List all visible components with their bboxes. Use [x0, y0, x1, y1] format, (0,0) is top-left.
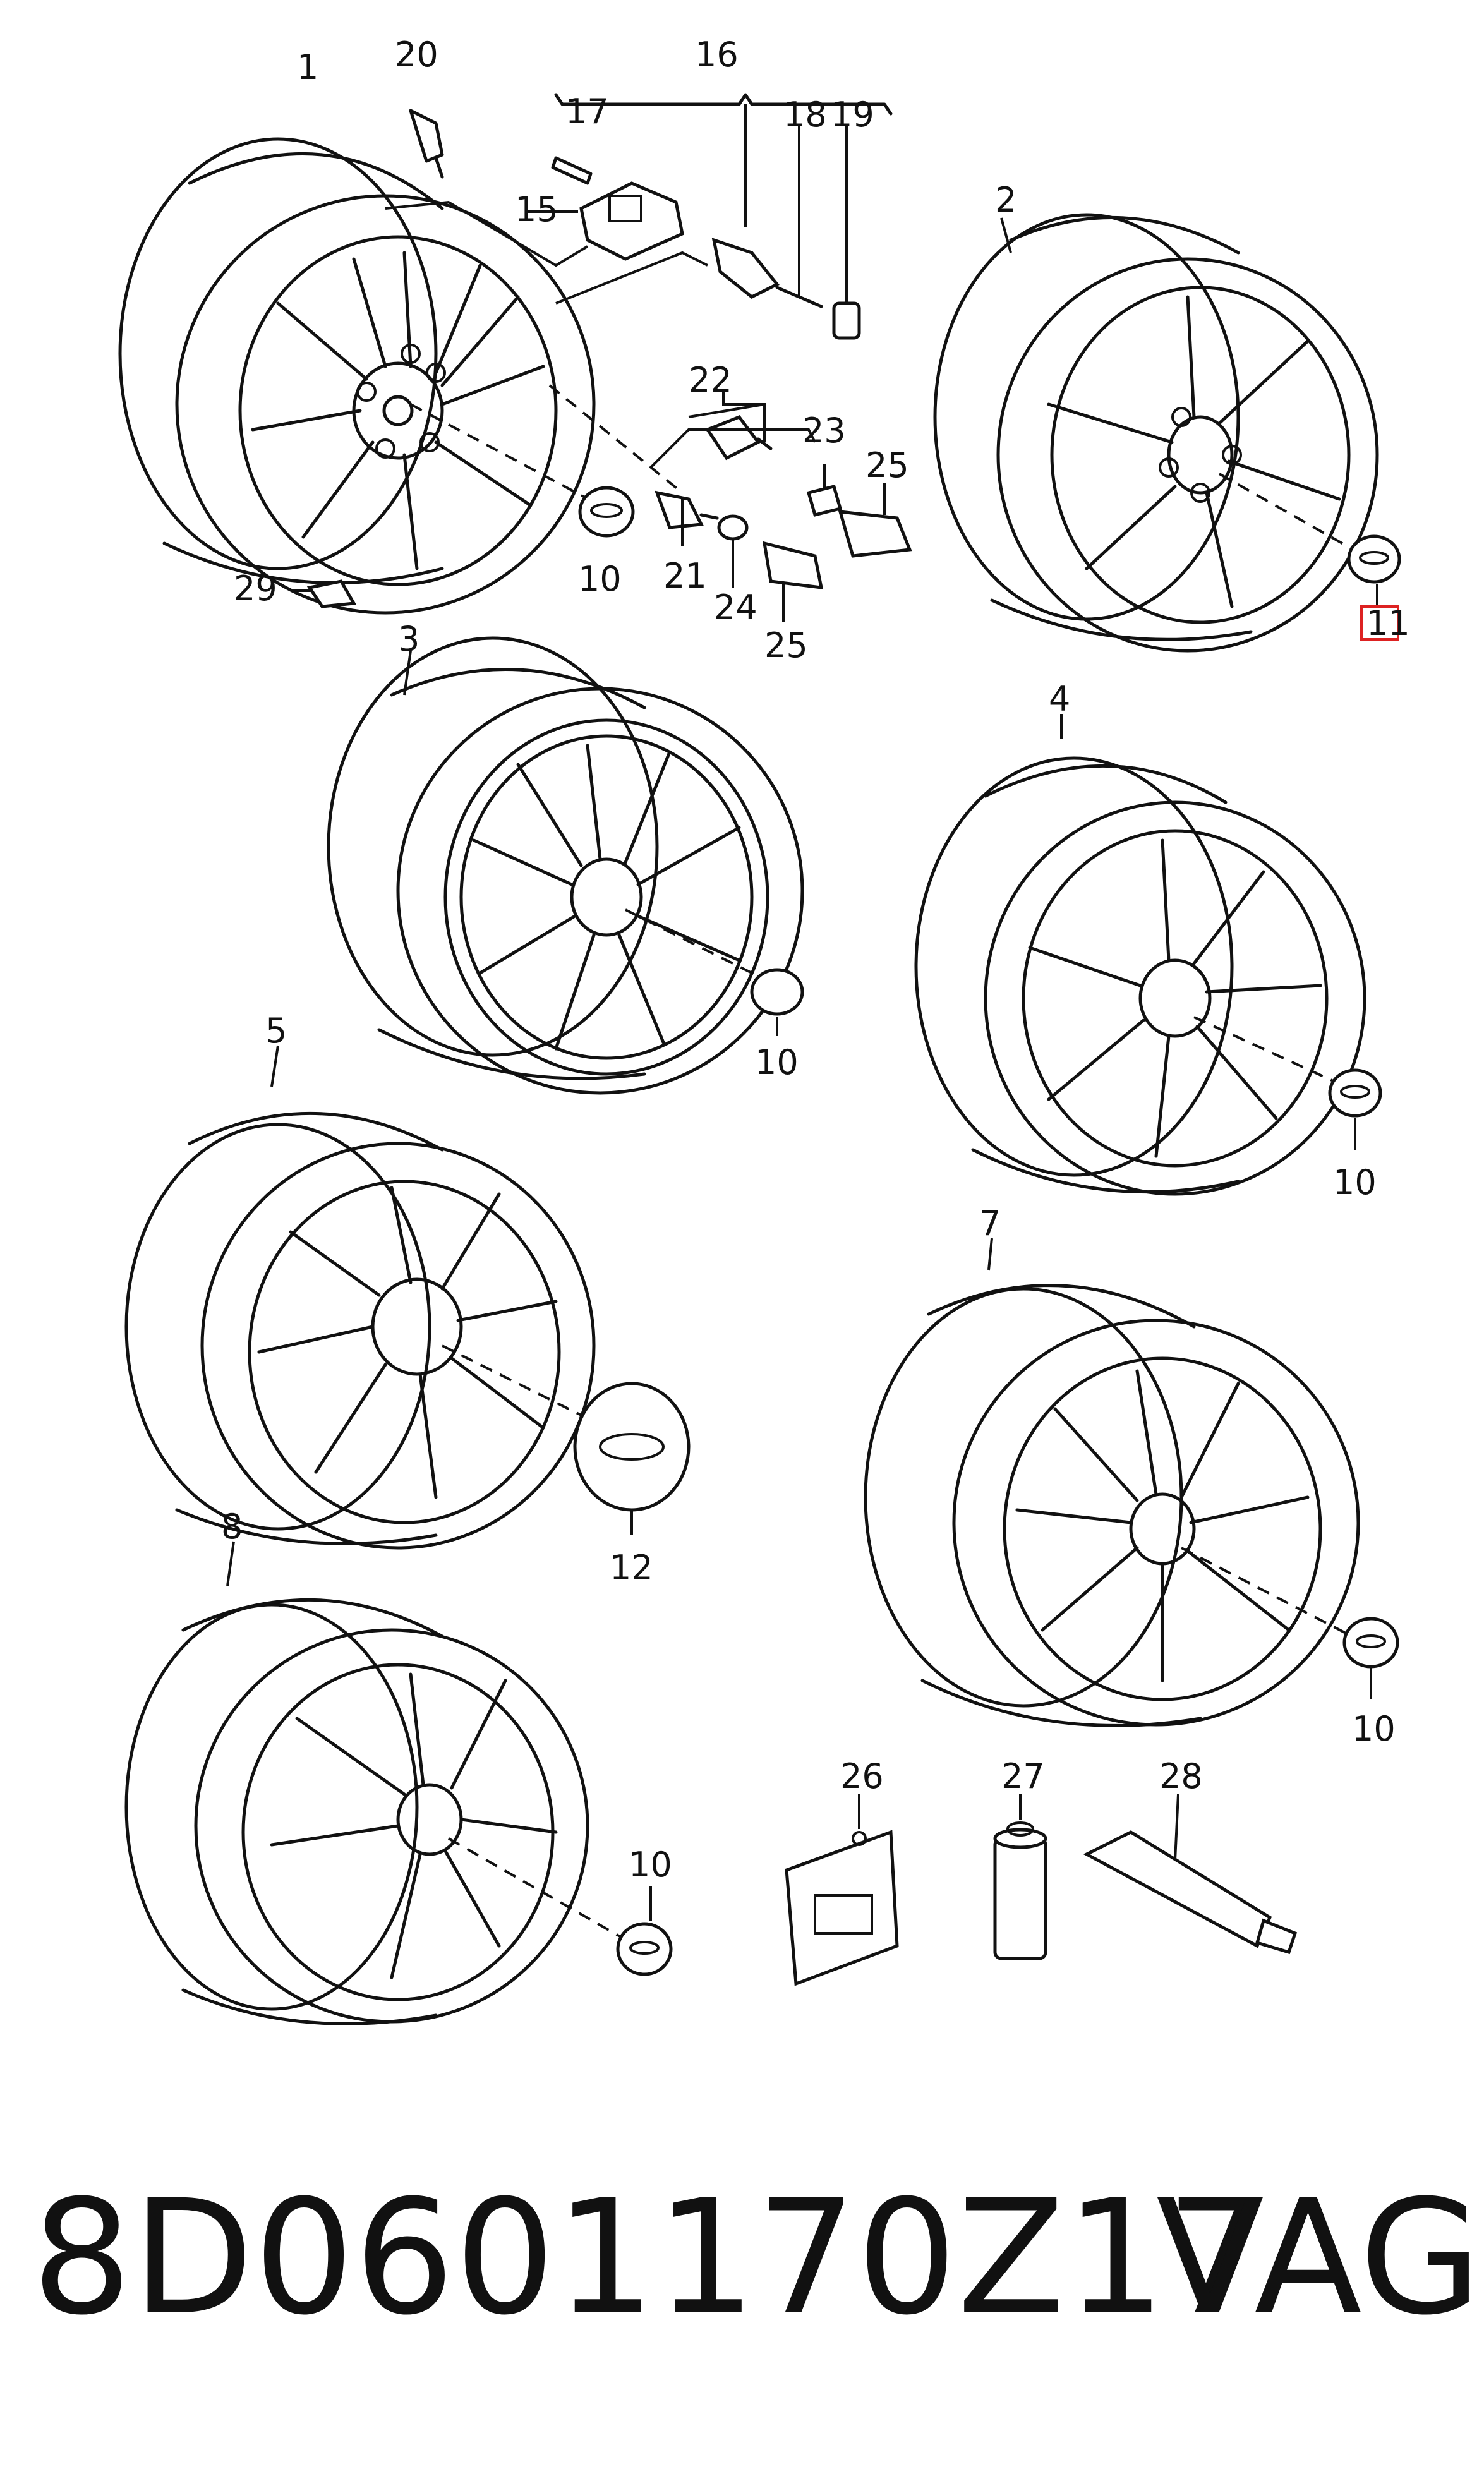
- center-cap-10a[interactable]: [578, 486, 635, 538]
- callout-11-highlight: [1360, 605, 1399, 641]
- valve-stem-20[interactable]: [409, 109, 444, 179]
- cap-24[interactable]: [717, 514, 749, 541]
- wheel-5[interactable]: [124, 1111, 607, 1550]
- lock-nut-23[interactable]: [806, 484, 843, 517]
- callout-12: 12: [610, 1548, 653, 1588]
- wheel-7[interactable]: [864, 1284, 1360, 1727]
- wheel-3[interactable]: [327, 636, 804, 1095]
- grease-tube-28[interactable]: [1083, 1830, 1298, 1955]
- puller-tool-25b[interactable]: [838, 510, 912, 558]
- valve-18-19[interactable]: [711, 238, 861, 340]
- callout-1: 1: [297, 47, 318, 87]
- callout-17: 17: [565, 92, 609, 131]
- center-cap-10e[interactable]: [616, 1922, 673, 1976]
- callout-22: 22: [689, 360, 732, 400]
- wheel-2[interactable]: [933, 213, 1379, 653]
- callout-10d: 10: [1352, 1709, 1396, 1749]
- wheel-1[interactable]: [118, 137, 601, 615]
- lug-bolt-22[interactable]: [705, 414, 773, 461]
- callout-25a: 25: [866, 445, 909, 485]
- wheel-8-spokes: [270, 1672, 558, 1979]
- part-number-label: 8D0601170Z17: [32, 2166, 1266, 2350]
- callout-25b: 25: [764, 625, 808, 665]
- callout-21: 21: [663, 556, 707, 596]
- callout-10a: 10: [578, 559, 622, 599]
- callout-3: 3: [398, 619, 419, 659]
- callout-16: 16: [695, 35, 739, 75]
- callout-10c: 10: [1333, 1162, 1377, 1202]
- wheel-2-spokes: [1047, 295, 1341, 608]
- callout-15: 15: [515, 190, 558, 229]
- wheel-4-spokes: [1028, 838, 1322, 1158]
- callout-7: 7: [979, 1204, 1001, 1243]
- callout-19: 19: [831, 95, 874, 135]
- callout-2: 2: [995, 180, 1016, 220]
- wheel-4[interactable]: [914, 756, 1366, 1196]
- callout-23: 23: [802, 411, 846, 450]
- weight-29[interactable]: [306, 579, 357, 608]
- callout-24: 24: [714, 588, 757, 627]
- screw-17[interactable]: [551, 156, 593, 185]
- callout-5: 5: [265, 1011, 287, 1051]
- callout-28: 28: [1159, 1756, 1203, 1796]
- puller-tool-25a[interactable]: [762, 541, 824, 589]
- callout-10e: 10: [629, 1845, 672, 1885]
- callout-18: 18: [783, 95, 827, 135]
- callout-29: 29: [234, 569, 277, 608]
- center-cap-10c[interactable]: [1328, 1068, 1382, 1118]
- callout-11: 11: [1366, 603, 1410, 643]
- wheel-7-spokes: [1015, 1369, 1310, 1682]
- callout-4: 4: [1049, 679, 1070, 719]
- wheel-1-spokes: [251, 251, 545, 570]
- wheel-8[interactable]: [124, 1598, 626, 2025]
- tpms-sensor-15[interactable]: [579, 181, 684, 261]
- callout-8: 8: [221, 1507, 243, 1547]
- center-cap-10b[interactable]: [750, 968, 804, 1016]
- wheel-5-spokes: [257, 1186, 558, 1499]
- center-cap-12[interactable]: [573, 1382, 691, 1512]
- callout-10b: 10: [755, 1042, 799, 1082]
- callout-27: 27: [1001, 1756, 1045, 1796]
- center-cap-11[interactable]: [1347, 534, 1401, 584]
- callout-26: 26: [840, 1756, 884, 1796]
- lug-bolt-21[interactable]: [655, 490, 719, 529]
- repair-kit-26[interactable]: [785, 1830, 899, 1986]
- brand-label: VAG: [1156, 2166, 1481, 2350]
- callout-labels: 1 20 16 17 18 19 15 2 22 23 25 10 21 24 …: [221, 35, 1410, 1885]
- center-cap-10d[interactable]: [1342, 1617, 1399, 1669]
- callout-20: 20: [395, 35, 438, 75]
- wheel-3-spokes: [472, 744, 741, 1051]
- spray-can-27[interactable]: [993, 1821, 1047, 1960]
